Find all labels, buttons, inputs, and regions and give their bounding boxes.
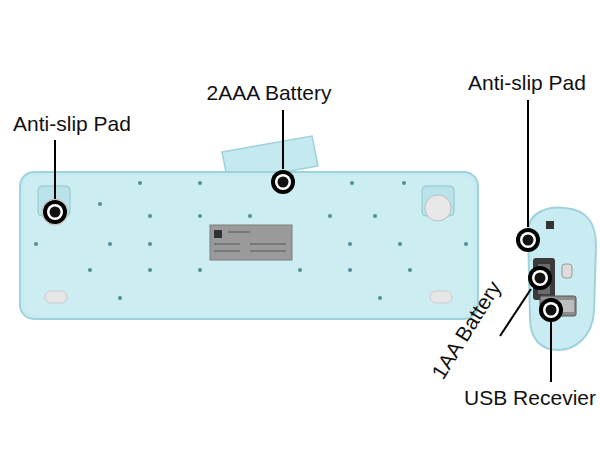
keyboard-body [20, 172, 478, 319]
leader-line [55, 100, 551, 382]
callout-label: Anti-slip Pad [468, 71, 586, 95]
callout-label: 2AAA Battery [207, 81, 332, 105]
mouse-body [528, 208, 596, 350]
callout-label: Anti-slip Pad [13, 112, 131, 136]
callout-label: USB Recevier [464, 386, 596, 410]
